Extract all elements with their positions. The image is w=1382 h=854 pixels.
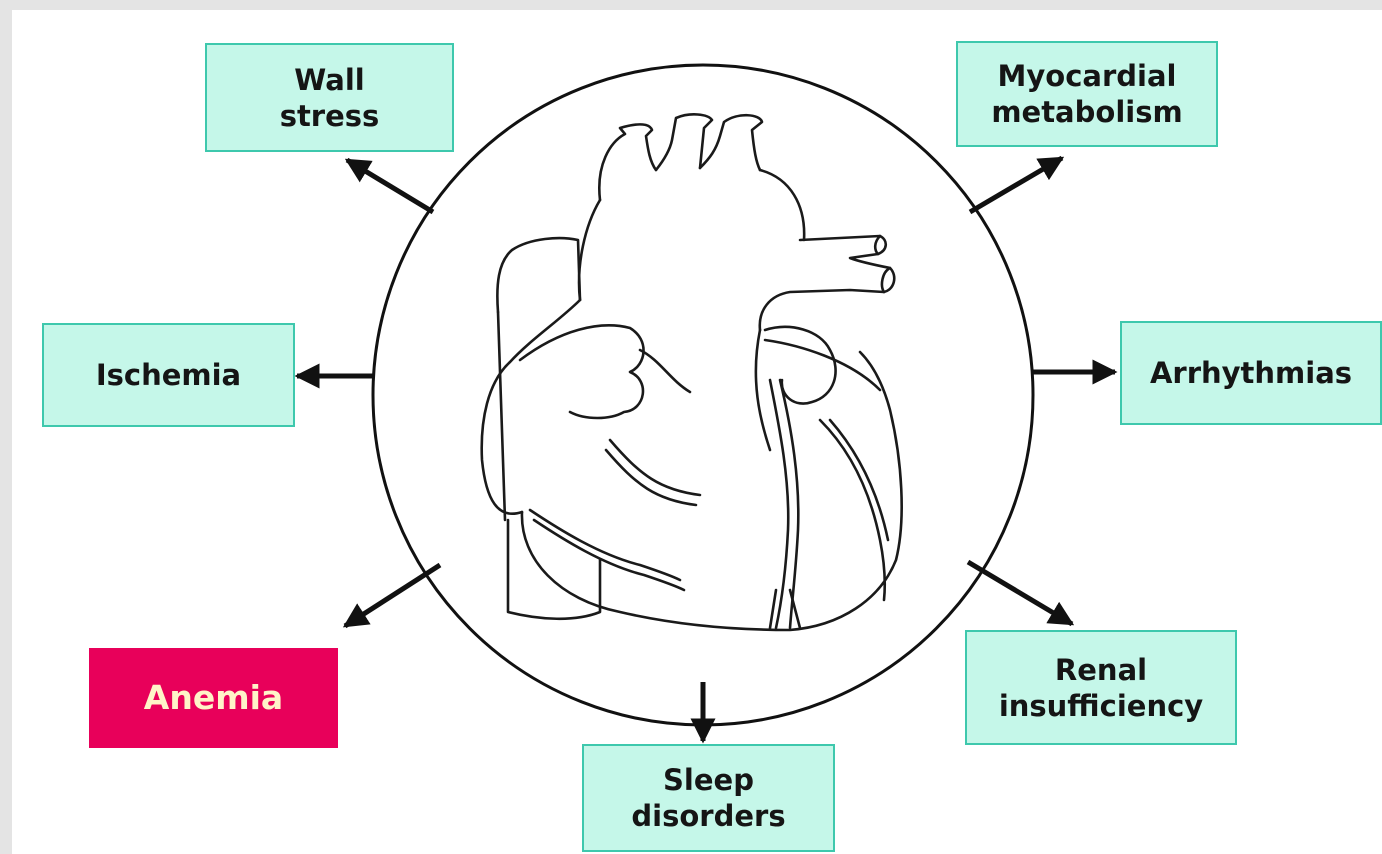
node-wall-stress: Wall stress xyxy=(205,43,454,152)
arrow-to-renal-insufficiency xyxy=(968,562,1072,624)
node-renal-insufficiency: Renal insufficiency xyxy=(965,630,1237,745)
node-arrhythmias: Arrhythmias xyxy=(1120,321,1382,425)
node-myocardial-metabolism: Myocardial metabolism xyxy=(956,41,1218,147)
arrow-to-wall-stress xyxy=(347,160,433,212)
node-anemia: Anemia xyxy=(89,648,338,748)
arrow-to-anemia xyxy=(345,565,440,626)
arrow-to-myocardial-metabolism xyxy=(970,158,1062,212)
node-ischemia: Ischemia xyxy=(42,323,295,427)
node-sleep-disorders: Sleep disorders xyxy=(582,744,835,852)
